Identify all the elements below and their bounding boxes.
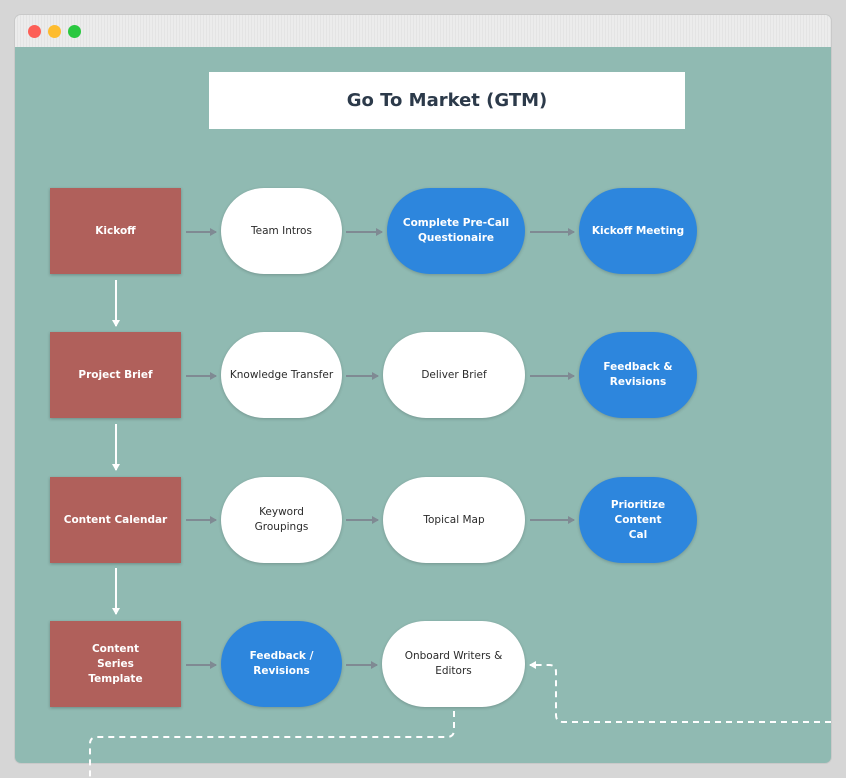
step-feedback-and-revisions[interactable]: Feedback & Revisions [579, 332, 697, 418]
step-deliver-brief[interactable]: Deliver Brief [383, 332, 525, 418]
phase-content-series-template[interactable]: Content Series Template [50, 621, 181, 707]
close-window-button[interactable] [28, 25, 41, 38]
step-prioritize-content-cal[interactable]: Prioritize Content Cal [579, 477, 697, 563]
phase-project-brief[interactable]: Project Brief [50, 332, 181, 418]
step-team-intros[interactable]: Team Intros [221, 188, 342, 274]
window-titlebar [15, 15, 831, 47]
dashed-connector-return [529, 661, 831, 723]
step-topical-map[interactable]: Topical Map [383, 477, 525, 563]
diagram-title: Go To Market (GTM) [209, 72, 685, 129]
maximize-window-button[interactable] [68, 25, 81, 38]
step-knowledge-transfer[interactable]: Knowledge Transfer [221, 332, 342, 418]
dashed-connector-down [89, 711, 455, 778]
step-onboard-writers-editors[interactable]: Onboard Writers & Editors [382, 621, 525, 707]
step-kickoff-meeting[interactable]: Kickoff Meeting [579, 188, 697, 274]
minimize-window-button[interactable] [48, 25, 61, 38]
phase-content-calendar[interactable]: Content Calendar [50, 477, 181, 563]
step-complete-pre-call-questionaire[interactable]: Complete Pre-Call Questionaire [387, 188, 525, 274]
step-keyword-groupings[interactable]: Keyword Groupings [221, 477, 342, 563]
phase-kickoff[interactable]: Kickoff [50, 188, 181, 274]
step-feedback-revisions[interactable]: Feedback / Revisions [221, 621, 342, 707]
